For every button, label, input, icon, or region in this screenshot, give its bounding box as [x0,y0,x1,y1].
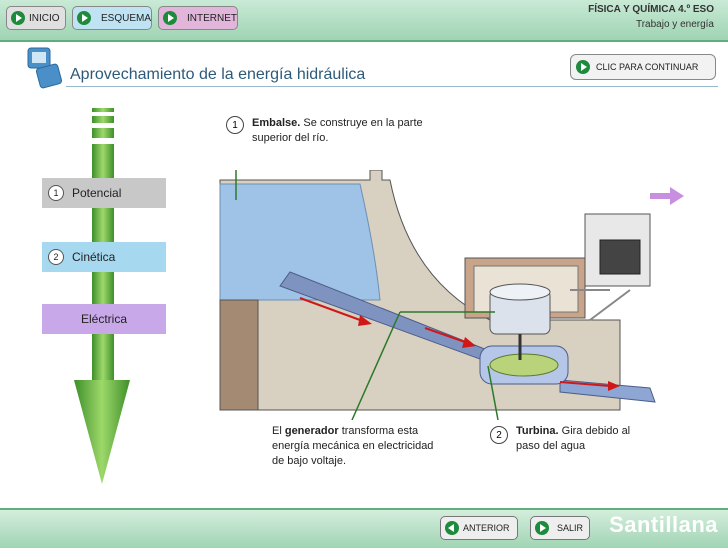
nav-internet-label: INTERNET [187,12,237,24]
embalse-number: 1 [226,116,244,134]
generador-title: generador [284,425,339,437]
nav-esquema-button[interactable]: ESQUEMA [72,6,152,30]
turbina-title: Turbina. [516,425,559,437]
generador-annotation: El generador transforma esta energía mec… [272,424,442,469]
play-icon [535,521,549,535]
anterior-button[interactable]: ANTERIOR [440,516,518,540]
stage-label: Potencial [72,186,122,200]
brand-logo: Santillana [609,512,718,537]
presentation-icon [27,47,63,89]
turbina-text: Gira debido al paso del agua [516,425,631,452]
continue-label: CLIC PARA CONTINUAR [596,62,699,72]
stage-number: 1 [48,185,64,201]
stage-label: Cinética [72,250,116,264]
hydro-dam-diagram [219,170,656,420]
embalse-annotation: Embalse. Se construye en la parte superi… [252,116,462,146]
energy-flow-arrow [74,108,130,484]
nav-inicio-label: INICIO [29,12,60,24]
salir-label: SALIR [557,523,584,533]
topic-label: Trabajo y energía [635,19,714,30]
salir-button[interactable]: SALIR [530,516,590,540]
stage-number: 2 [48,249,64,265]
stage-label: Eléctrica [80,312,127,326]
title-divider [66,86,718,87]
electricity-output-arrow [650,187,684,205]
embalse-text: Se construye en la parte superior del rí… [252,117,423,144]
nav-internet-button[interactable]: INTERNET [158,6,238,30]
anterior-label: ANTERIOR [463,523,510,533]
stage-cinetica[interactable]: 2 Cinética [42,242,166,272]
play-icon [576,60,590,74]
play-icon [163,11,177,25]
header-info: FÍSICA Y QUÍMICA 4.º ESO Trabajo y energ… [588,4,714,30]
continue-button[interactable]: CLIC PARA CONTINUAR [570,54,716,80]
turbina-number: 2 [490,426,508,444]
page-title: Aprovechamiento de la energía hidráulica [70,66,366,83]
turbina-annotation: Turbina. Gira debido al paso del agua [516,424,652,454]
nav-esquema-label: ESQUEMA [101,12,152,24]
generador-pre: El [272,425,282,437]
embalse-title: Embalse. [252,117,301,129]
bottom-bar [0,508,728,548]
play-icon [77,11,91,25]
stage-electrica[interactable]: Eléctrica [42,304,166,334]
subject-label: FÍSICA Y QUÍMICA 4.º ESO [588,4,714,15]
stage-potencial[interactable]: 1 Potencial [42,178,166,208]
generador-text: transforma esta energía mecánica en elec… [272,425,434,467]
nav-inicio-button[interactable]: INICIO [6,6,66,30]
play-icon [445,521,459,535]
play-icon [11,11,25,25]
